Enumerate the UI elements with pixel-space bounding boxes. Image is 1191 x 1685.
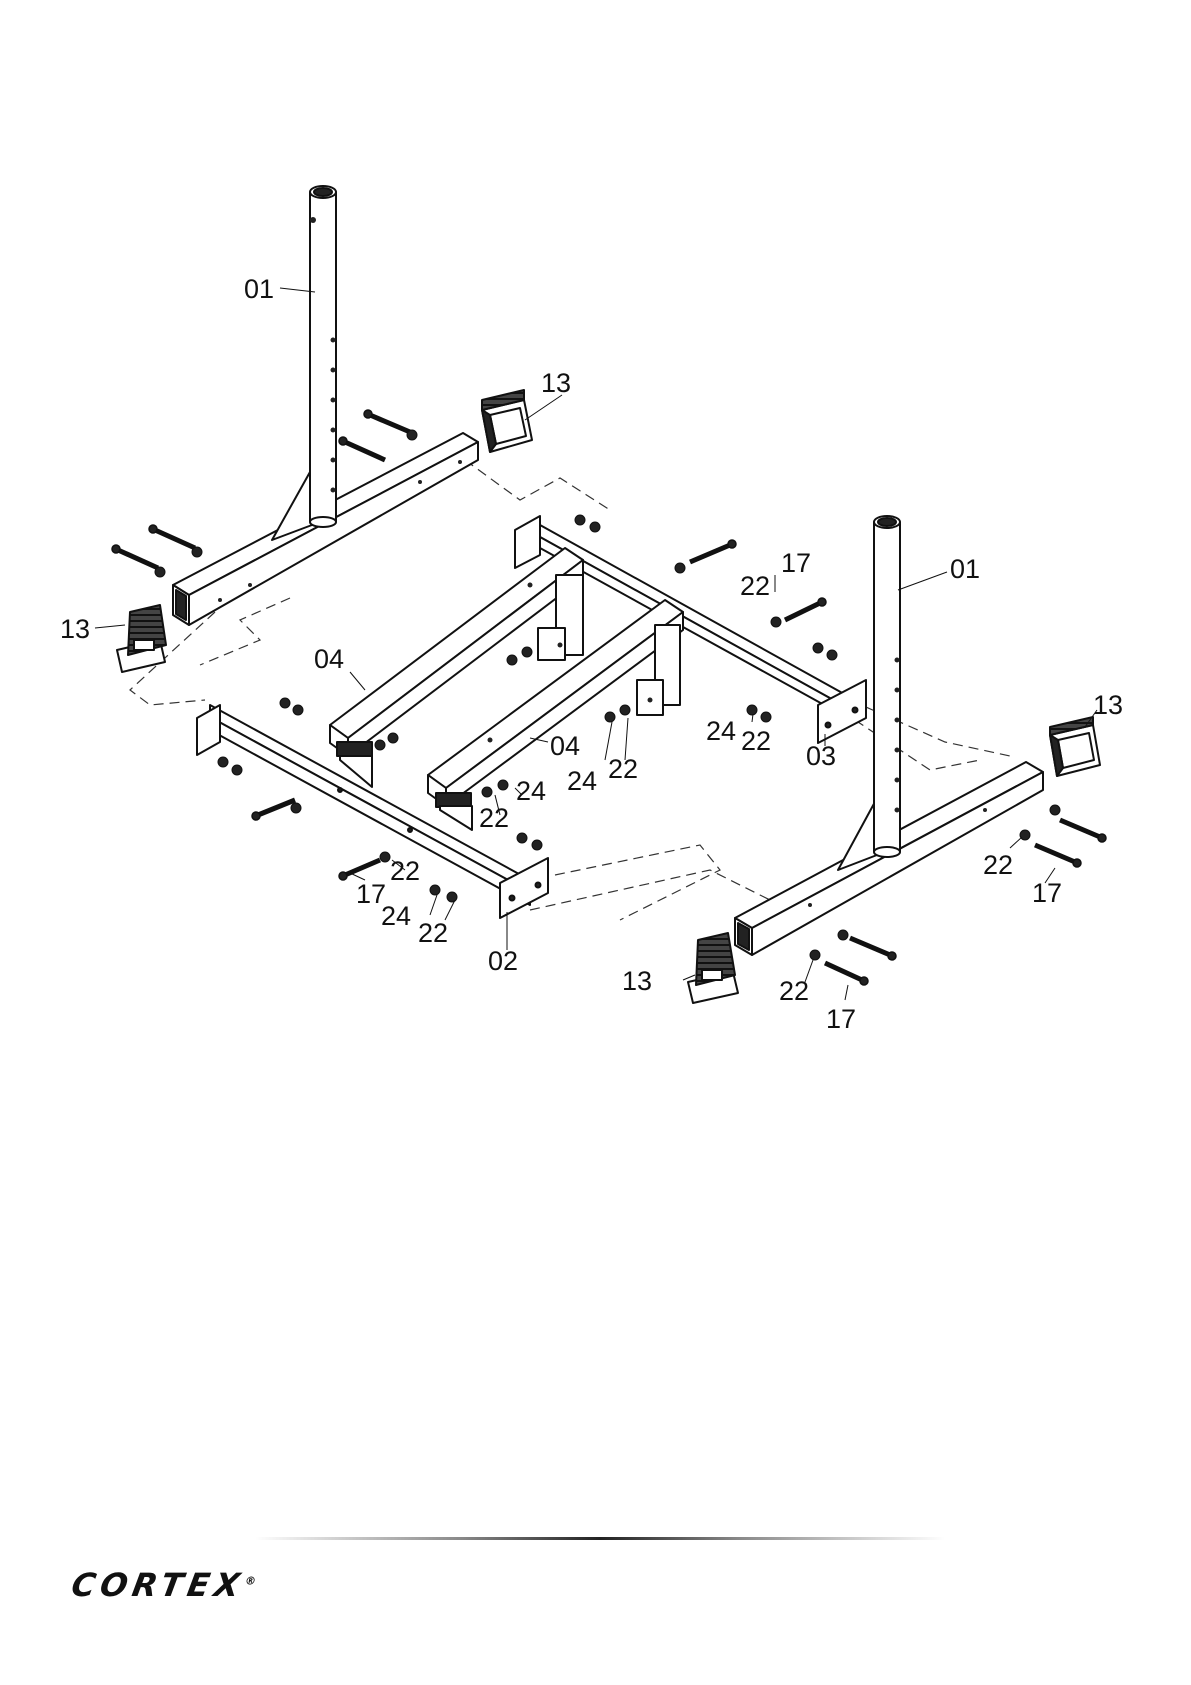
- back-crossbar-plate-left: [515, 516, 540, 568]
- label-washer-22-f: 22: [418, 918, 448, 948]
- bolt: [1060, 820, 1106, 842]
- label-washer-22-g: 22: [983, 850, 1013, 880]
- label-foot-right: 13: [1093, 690, 1123, 720]
- foot-bottom: [688, 933, 738, 1003]
- label-nut-24-c: 24: [516, 776, 546, 806]
- bolt: [825, 963, 868, 985]
- label-nut-24-d: 24: [381, 901, 411, 931]
- right-base-assembly: [735, 516, 1043, 955]
- bolt: [339, 437, 385, 460]
- label-crossbar-back: 03: [806, 741, 836, 771]
- bolt: [364, 410, 410, 432]
- label-upright-right: 01: [950, 554, 980, 584]
- registered-mark: ®: [244, 1574, 257, 1587]
- bolt: [785, 598, 826, 620]
- left-upright-post: [310, 192, 336, 522]
- brand-name: CORTEX: [69, 1566, 248, 1604]
- foot-left: [117, 605, 166, 672]
- label-foot-bottom: 13: [622, 966, 652, 996]
- label-foot-left: 13: [60, 614, 90, 644]
- bolt: [1035, 845, 1081, 867]
- right-upright-post: [874, 522, 900, 852]
- label-washer-22-b: 22: [608, 754, 638, 784]
- left-base-assembly: [173, 186, 478, 625]
- label-foot-top-left: 13: [541, 368, 571, 398]
- bolts: [112, 410, 1106, 985]
- front-crossbar-plate-left: [197, 705, 220, 755]
- bolt: [252, 800, 295, 820]
- label-bolt-17-c: 17: [1032, 878, 1062, 908]
- bolt: [690, 540, 736, 562]
- end-cap-feet: [117, 390, 1100, 1003]
- label-washer-22-a: 22: [740, 571, 770, 601]
- footer-rule: [255, 1537, 945, 1540]
- bolt: [149, 525, 195, 548]
- leader-lines: [95, 288, 1097, 1000]
- label-crossbar-front: 02: [488, 946, 518, 976]
- label-washer-22-c: 22: [741, 726, 771, 756]
- label-upright-left: 01: [244, 274, 274, 304]
- label-washer-22-e: 22: [390, 856, 420, 886]
- bolt: [850, 938, 896, 960]
- label-bolt-17-d: 17: [826, 1004, 856, 1034]
- brand-logo: CORTEX®: [69, 1566, 259, 1604]
- upper-support-arm: [330, 548, 583, 787]
- label-bolt-17-a: 17: [781, 548, 811, 578]
- foot-top-left: [482, 390, 532, 452]
- label-support-bottom: 04: [550, 731, 580, 761]
- bolt: [112, 545, 158, 568]
- foot-right: [1050, 717, 1100, 776]
- label-support-top: 04: [314, 644, 344, 674]
- label-washer-22-h: 22: [779, 976, 809, 1006]
- label-nut-24-b: 24: [706, 716, 736, 746]
- label-nut-24-a: 24: [567, 766, 597, 796]
- label-washer-22-d: 22: [479, 803, 509, 833]
